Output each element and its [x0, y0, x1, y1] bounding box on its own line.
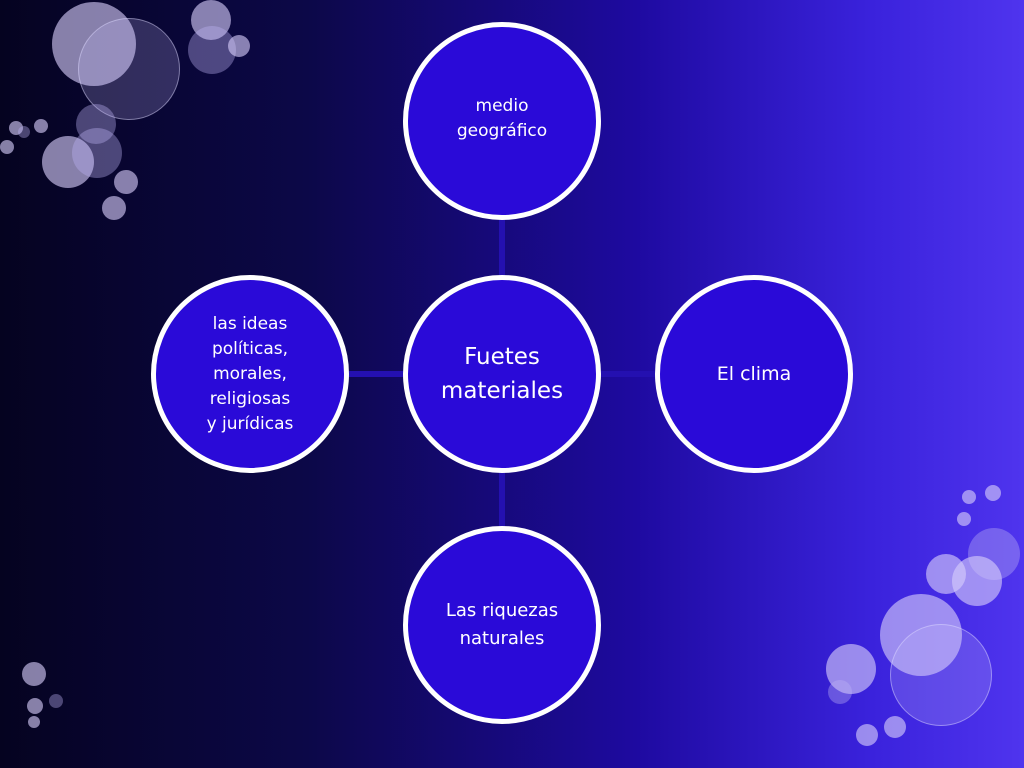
node-center: Fuetes materiales: [403, 275, 601, 473]
bubble: [72, 128, 122, 178]
node-left: las ideas políticas, morales, religiosas…: [151, 275, 349, 473]
bubble: [0, 140, 14, 154]
node-top-label: medio geográfico: [456, 96, 548, 141]
node-left-label: las ideas políticas, morales, religiosas…: [206, 313, 294, 434]
bubble: [114, 170, 138, 194]
bubble: [952, 556, 1002, 606]
connector-bottom: [499, 466, 505, 530]
bubble: [49, 694, 63, 708]
bubble: [76, 104, 116, 144]
bubble: [27, 698, 43, 714]
node-center-label: Fuetes materiales: [440, 344, 564, 404]
node-right-label: El clima: [716, 362, 792, 385]
bubble: [884, 716, 906, 738]
bubble: [985, 485, 1001, 501]
bubble: [9, 121, 23, 135]
connector-top: [499, 218, 505, 280]
bubble: [102, 196, 126, 220]
bubble: [856, 724, 878, 746]
connector-right: [596, 371, 660, 377]
bubble: [28, 716, 40, 728]
bubble: [18, 126, 30, 138]
bubble: [191, 0, 231, 40]
bubble: [78, 18, 180, 120]
bubble: [826, 644, 876, 694]
node-bottom-label: Las riquezas naturales: [445, 600, 559, 649]
bubble: [890, 624, 992, 726]
bubble: [22, 662, 46, 686]
connector-left: [346, 371, 408, 377]
node-top: medio geográfico: [403, 22, 601, 220]
bubble: [828, 680, 852, 704]
bubble: [42, 136, 94, 188]
bubble: [962, 490, 976, 504]
node-right: El clima: [655, 275, 853, 473]
bubble: [34, 119, 48, 133]
bubble: [957, 512, 971, 526]
node-bottom: Las riquezas naturales: [403, 526, 601, 724]
bubble: [228, 35, 250, 57]
